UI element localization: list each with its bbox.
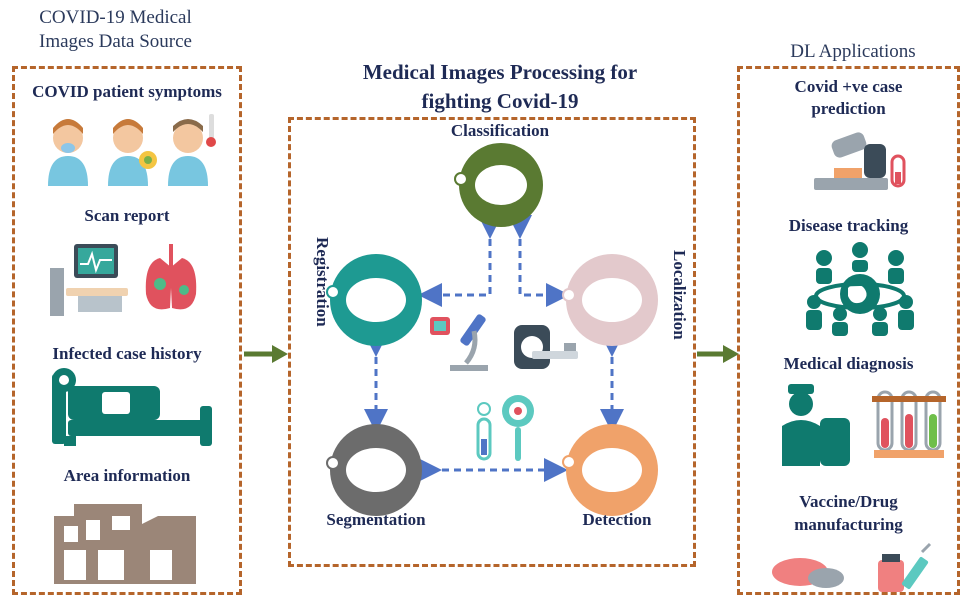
diagnosis-label: Medical diagnosis	[783, 354, 914, 373]
mri-scanner-icon	[514, 325, 578, 369]
classification-label: Classification	[450, 121, 550, 140]
classification-ring	[454, 143, 543, 227]
left-caption-line1: COVID-19 Medical	[39, 7, 192, 28]
processing-diagram	[326, 143, 658, 516]
hospital-bed-icon	[52, 368, 212, 446]
localization-ring	[562, 254, 658, 346]
buildings-icon	[54, 504, 196, 584]
processing-panel	[288, 117, 696, 567]
case-history-label: Infected case history	[52, 344, 202, 363]
vaccine-label: Vaccine/Drug manufacturing	[737, 490, 960, 536]
prediction-label-line1: Covid +ve case	[794, 77, 903, 96]
center-title: Medical Images Processing for fighting C…	[290, 58, 710, 116]
center-title-line2: fighting Covid-19	[421, 89, 579, 113]
prediction-label-line2: prediction	[811, 99, 886, 118]
vaccine-label-line2: manufacturing	[794, 515, 903, 534]
left-caption: COVID-19 Medical Images Data Source	[8, 6, 223, 54]
right-caption: DL Applications	[790, 41, 916, 62]
virus-test-icon	[476, 395, 534, 461]
detection-ring	[562, 424, 658, 516]
left-caption-line2: Images Data Source	[39, 31, 192, 52]
center-title-line1: Medical Images Processing for	[362, 60, 638, 84]
dl-applications-panel	[737, 66, 960, 595]
tracking-label: Disease tracking	[788, 216, 909, 235]
medical-diagnosis-icon	[782, 384, 946, 466]
localization-label: Localization	[670, 250, 689, 340]
microscope-icon	[430, 314, 488, 371]
arrow-classification-localization	[508, 215, 570, 307]
segmentation-label: Segmentation	[326, 510, 426, 529]
detection-label: Detection	[582, 510, 652, 529]
disease-tracking-icon	[806, 242, 914, 336]
vaccine-label-line1: Vaccine/Drug	[799, 492, 898, 511]
area-info-label: Area information	[63, 466, 191, 485]
symptoms-label: COVID patient symptoms	[32, 82, 222, 101]
scan-report-label: Scan report	[84, 206, 170, 225]
patient-symptoms-icon	[48, 114, 216, 186]
arrow-classification-registration	[418, 215, 502, 307]
registration-ring	[326, 254, 422, 346]
vaccine-drug-icon	[772, 542, 932, 592]
output-flow-arrow	[697, 345, 739, 363]
data-source-panel	[12, 66, 242, 595]
input-flow-arrow	[244, 345, 288, 363]
prediction-label: Covid +ve case prediction	[737, 76, 960, 120]
scan-report-icon	[50, 244, 197, 316]
registration-label: Registration	[313, 237, 332, 327]
segmentation-ring	[326, 424, 422, 516]
prediction-lab-icon	[814, 132, 906, 190]
